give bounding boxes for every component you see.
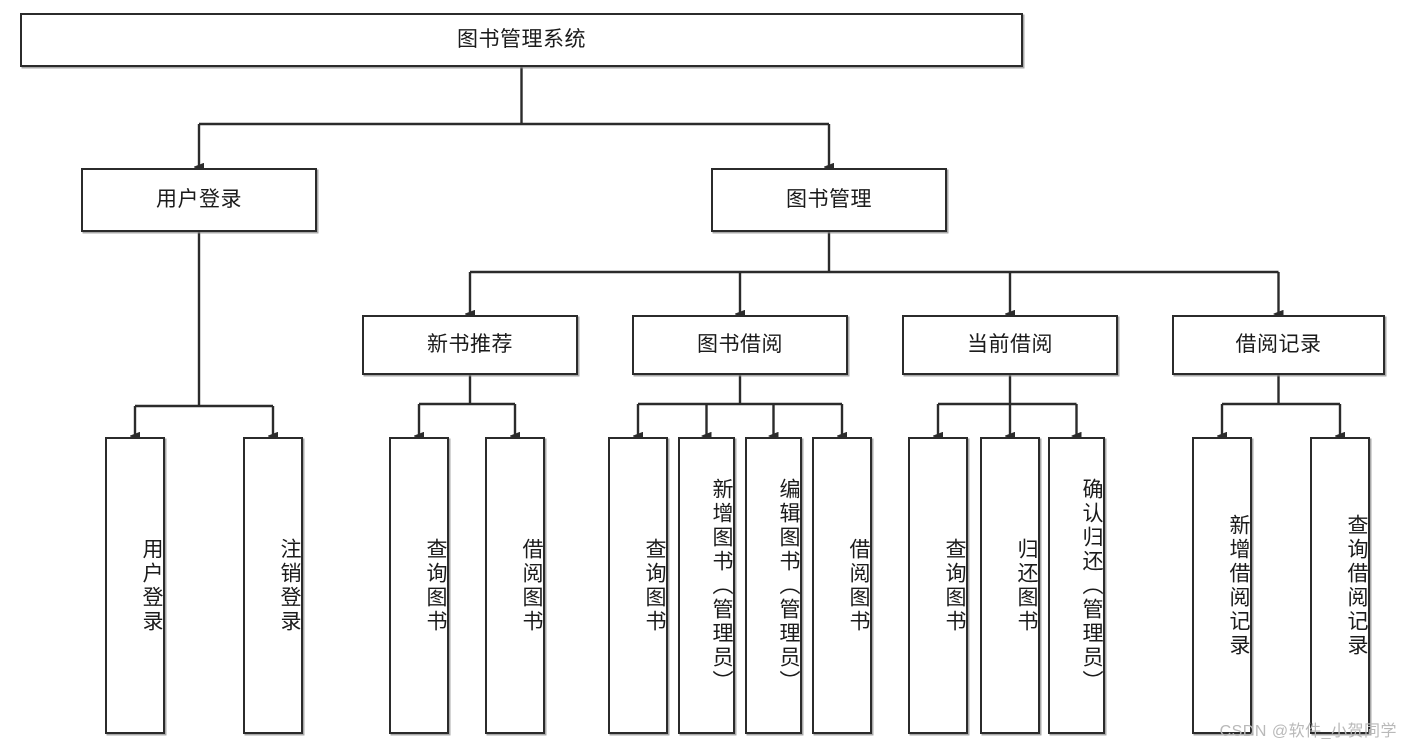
node-leaf-bb-add[interactable]: 新增图书（管理员）: [678, 437, 735, 734]
node-label: 图书借阅: [697, 332, 783, 356]
node-label: 查询图书: [943, 537, 966, 634]
node-leaf-user-logout[interactable]: 注销登录: [243, 437, 303, 734]
node-current-borrow[interactable]: 当前借阅: [902, 315, 1118, 375]
node-leaf-br-add[interactable]: 新增借阅记录: [1192, 437, 1252, 734]
node-label: 确认归还（管理员）: [1080, 477, 1103, 694]
node-leaf-nbr-borrow[interactable]: 借阅图书: [485, 437, 545, 734]
node-book-borrow[interactable]: 图书借阅: [632, 315, 848, 375]
node-leaf-bb-query[interactable]: 查询图书: [608, 437, 668, 734]
node-new-book-rec[interactable]: 新书推荐: [362, 315, 578, 375]
node-label: 新书推荐: [427, 332, 513, 356]
node-label: 查询借阅记录: [1345, 513, 1368, 658]
node-book-manage[interactable]: 图书管理: [711, 168, 947, 232]
node-label: 查询图书: [643, 537, 666, 634]
node-leaf-cb-confirm[interactable]: 确认归还（管理员）: [1048, 437, 1105, 734]
node-leaf-br-query[interactable]: 查询借阅记录: [1310, 437, 1370, 734]
node-label: 编辑图书（管理员）: [777, 477, 800, 694]
node-label: 新增图书（管理员）: [710, 477, 733, 694]
node-borrow-record[interactable]: 借阅记录: [1172, 315, 1385, 375]
node-label: 新增借阅记录: [1227, 513, 1250, 658]
node-label: 借阅图书: [520, 537, 543, 634]
node-user-login[interactable]: 用户登录: [81, 168, 317, 232]
node-leaf-cb-query[interactable]: 查询图书: [908, 437, 968, 734]
watermark: CSDN @软件_小贺同学: [1219, 723, 1397, 740]
node-label: 用户登录: [156, 187, 242, 211]
node-leaf-nbr-query[interactable]: 查询图书: [389, 437, 449, 734]
node-label: 图书管理系统: [457, 27, 586, 51]
node-leaf-user-login[interactable]: 用户登录: [105, 437, 165, 734]
node-root[interactable]: 图书管理系统: [20, 13, 1023, 67]
node-label: 用户登录: [140, 537, 163, 634]
node-label: 图书管理: [786, 187, 872, 211]
node-leaf-bb-edit[interactable]: 编辑图书（管理员）: [745, 437, 802, 734]
node-label: 注销登录: [278, 537, 301, 634]
node-label: 借阅图书: [847, 537, 870, 634]
node-label: 查询图书: [424, 537, 447, 634]
node-label: 借阅记录: [1235, 332, 1322, 356]
node-label: 归还图书: [1015, 537, 1038, 634]
node-label: 当前借阅: [967, 332, 1053, 356]
node-leaf-cb-return[interactable]: 归还图书: [980, 437, 1040, 734]
node-leaf-bb-borrow[interactable]: 借阅图书: [812, 437, 872, 734]
